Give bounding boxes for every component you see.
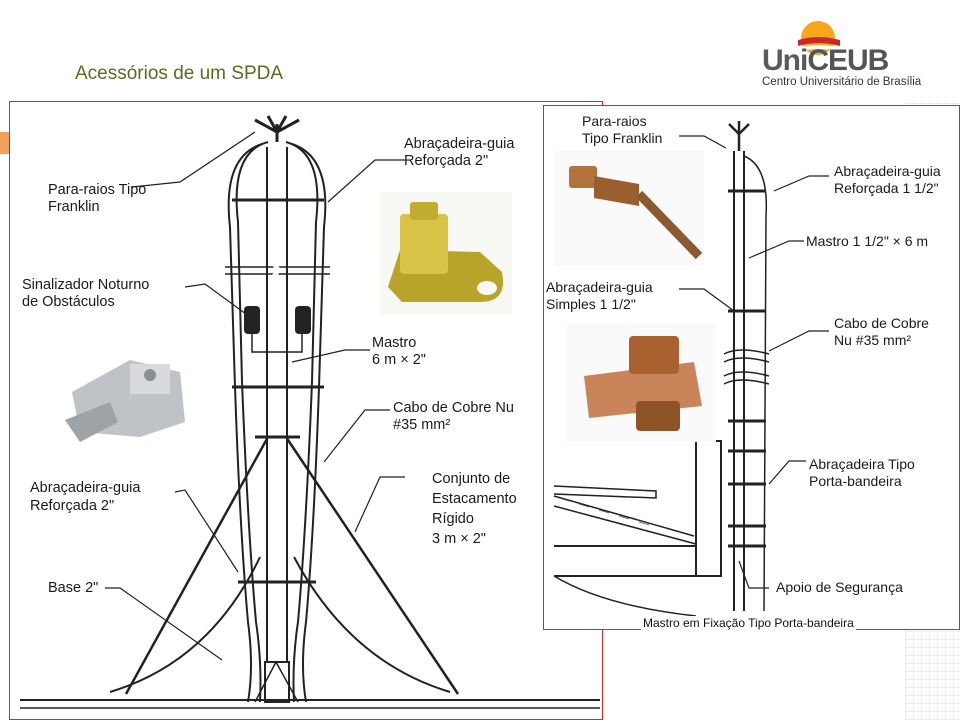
label-r-franklin-line2: Tipo Franklin	[582, 130, 663, 146]
slide-title: Acessórios de um SPDA	[75, 63, 284, 84]
label-conjunto-line1: Conjunto de	[432, 471, 511, 487]
label-franklin-line2: Franklin	[48, 199, 100, 215]
copper-split-bolt-photo	[566, 324, 716, 442]
bronze-lug-photo	[380, 192, 512, 314]
label-conjunto-line2: Estacamento	[432, 491, 517, 507]
label-r-cabo-line1: Cabo de Cobre	[834, 315, 929, 331]
label-conjunto-line4: 3 m × 2"	[432, 531, 486, 547]
label-r-abracadeira-simples-line1: Abraçadeira-guia	[546, 279, 653, 295]
label-r-porta-bandeira-line2: Porta-bandeira	[809, 473, 902, 489]
label-mastro-line1: Mastro	[372, 335, 417, 351]
left-mast-drawing	[20, 115, 600, 709]
logo-subtitle: Centro Universitário de Brasília	[762, 76, 922, 88]
logo-wordmark: UniCEUB	[762, 44, 889, 78]
label-r-cabo-line2: Nu #35 mm²	[834, 332, 912, 348]
label-r-abracadeira-simples-line2: Simples 1 1/2"	[546, 296, 636, 312]
logo-uni: Uni	[762, 44, 808, 77]
uniceub-logo	[796, 21, 842, 55]
label-cabo-line1: Cabo de Cobre Nu	[393, 400, 514, 416]
label-base: Base 2"	[48, 580, 99, 596]
label-r-mastro: Mastro 1 1/2" × 6 m	[806, 233, 929, 249]
label-conjunto-line3: Rígido	[432, 511, 474, 527]
label-r-apoio: Apoio de Segurança	[776, 579, 903, 595]
label-mastro-line2: 6 m × 2"	[372, 352, 426, 368]
label-abracadeira-bottom-line2: Reforçada 2"	[30, 498, 115, 514]
bronze-screw-photo	[554, 151, 704, 266]
label-franklin-line1: Para-raios Tipo	[48, 182, 147, 198]
label-abracadeira-top-line2: Reforçada 2"	[404, 153, 489, 169]
label-r-abracadeira-reforcada-line1: Abraçadeira-guia	[834, 163, 941, 179]
label-cabo-line2: #35 mm²	[393, 417, 451, 433]
label-abracadeira-bottom-line1: Abraçadeira-guia	[30, 480, 141, 496]
label-r-franklin-line1: Para-raios	[582, 113, 647, 129]
right-diagram-caption: Mastro em Fixação Tipo Porta-bandeira	[641, 616, 856, 630]
logo-ceub: CEUB	[807, 44, 889, 77]
label-sinalizador-line2: de Obstáculos	[22, 294, 115, 310]
right-diagram-panel: Para-raios Tipo Franklin Abraçadeira-gui…	[543, 105, 960, 630]
aluminum-connector-photo	[55, 354, 195, 454]
right-mast-drawing	[553, 121, 829, 617]
label-abracadeira-top-line1: Abraçadeira-guia	[404, 136, 515, 152]
label-r-abracadeira-reforcada-line2: Reforçada 1 1/2"	[834, 180, 939, 196]
decorative-orange-bar	[0, 132, 10, 154]
label-sinalizador-line1: Sinalizador Noturno	[22, 277, 150, 293]
left-diagram-panel: Para-raios Tipo Franklin Abraçadeira-gui…	[9, 101, 603, 720]
label-r-porta-bandeira-line1: Abraçadeira Tipo	[809, 456, 915, 472]
